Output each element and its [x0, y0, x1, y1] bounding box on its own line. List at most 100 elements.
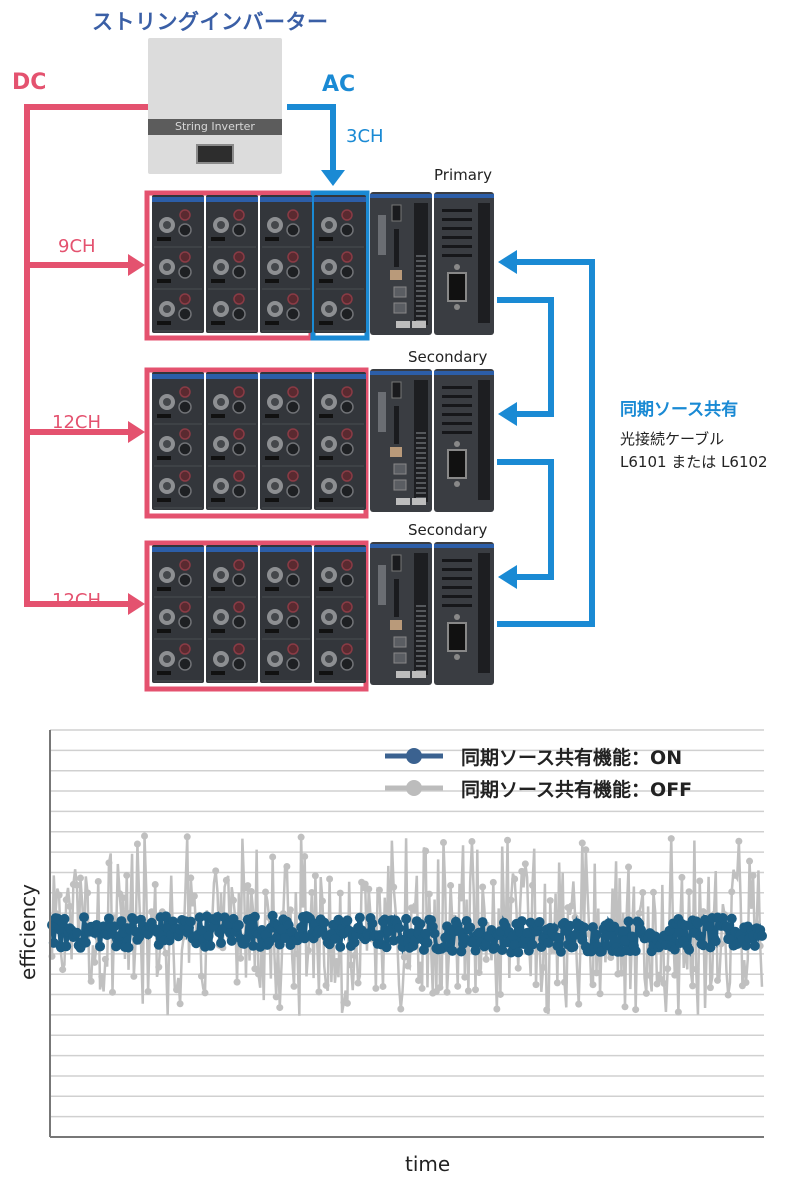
series-on-point: [360, 934, 371, 945]
ac-arrow: [321, 170, 345, 186]
series-off-point: [646, 971, 654, 979]
series-on-point: [265, 922, 276, 933]
series-on-point: [134, 932, 145, 943]
voltage-terminal-red: [233, 209, 245, 221]
series-off-point: [724, 991, 732, 999]
series-on-point: [442, 921, 453, 932]
series-on-point: [278, 914, 289, 925]
series-on-point: [527, 939, 538, 950]
series-off-point: [326, 875, 334, 883]
series-on-point: [139, 925, 150, 936]
control-unit: [370, 369, 432, 512]
series-on-point: [77, 937, 88, 948]
series-off-point: [269, 853, 277, 861]
series-on-point: [128, 915, 139, 926]
dc-channels-secondary-1: 12CH: [52, 412, 102, 433]
voltage-terminal-black: [178, 615, 192, 629]
vent-slot: [442, 604, 472, 607]
series-on-point: [420, 928, 431, 939]
series-off-point: [173, 986, 181, 994]
voltage-terminal-black: [178, 442, 192, 456]
series-on-point: [552, 940, 563, 951]
series-on-point: [345, 941, 356, 952]
measurement-module: [152, 195, 204, 333]
series-on-point: [507, 930, 518, 941]
series-off-point: [372, 984, 380, 992]
series-on-point: [532, 921, 543, 932]
series-off-point: [165, 927, 173, 935]
series-off-point: [507, 896, 515, 904]
series-off-point: [714, 976, 722, 984]
series-off-point: [432, 987, 440, 995]
series-on-point: [84, 926, 95, 937]
series-on-point: [269, 918, 280, 929]
series-on-point: [593, 941, 604, 952]
series-on-point: [557, 919, 568, 930]
series-on-point: [730, 926, 741, 937]
voltage-terminal-black: [340, 484, 354, 498]
series-on-point: [399, 936, 410, 947]
series-on-point: [340, 917, 351, 928]
series-on-point: [427, 921, 438, 932]
series-on-point: [338, 928, 349, 939]
series-on-point: [625, 945, 636, 956]
series-on-point: [733, 929, 744, 940]
voltage-terminal-red: [287, 470, 299, 482]
series-on-point: [682, 941, 693, 952]
series-off-point: [689, 982, 697, 990]
voltage-terminal-black: [178, 307, 192, 321]
series-off-point: [347, 961, 355, 969]
series-on-point: [438, 942, 449, 953]
series-off-point: [475, 969, 483, 977]
ac-label: AC: [322, 72, 356, 97]
series-off-point: [279, 910, 287, 918]
series-on-point: [118, 927, 129, 938]
voltage-terminal-red: [341, 293, 353, 305]
series-on-point: [107, 928, 118, 939]
series-on-point: [458, 938, 469, 949]
series-on-point: [251, 927, 262, 938]
series-on-point: [490, 942, 501, 953]
series-off-point: [101, 955, 109, 963]
series-on-point: [506, 947, 517, 958]
series-on-point: [160, 911, 171, 922]
series-off-point: [322, 981, 330, 989]
series-off-point: [59, 966, 67, 974]
series-off-point: [201, 989, 209, 997]
series-on-point: [564, 920, 575, 931]
series-on-point: [575, 920, 586, 931]
series-on-point: [171, 923, 182, 934]
series-on-point: [262, 939, 273, 950]
series-off-point: [685, 888, 693, 896]
series-on-point: [454, 926, 465, 937]
series-on-point: [716, 920, 727, 931]
measurement-module: [314, 372, 366, 510]
series-off-point: [258, 930, 266, 938]
series-on-point: [116, 916, 127, 927]
series-on-point: [203, 930, 214, 941]
series-on-point: [331, 919, 342, 930]
series-off-point: [593, 969, 601, 977]
series-on-point: [484, 932, 495, 943]
vent-slot: [442, 395, 472, 398]
series-on-point: [264, 937, 275, 948]
voltage-terminal-red: [179, 428, 191, 440]
series-on-point: [105, 922, 116, 933]
series-on-point: [329, 933, 340, 944]
series-on-point: [641, 932, 652, 943]
series-off-point: [735, 837, 743, 845]
series-off-point: [664, 965, 672, 973]
series-on-point: [169, 923, 180, 934]
series-on-point: [723, 934, 734, 945]
series-on-point: [755, 924, 766, 935]
power-inlet: [447, 622, 467, 652]
control-unit: [370, 542, 432, 685]
series-off-point: [457, 894, 465, 902]
series-off-point: [290, 982, 298, 990]
voltage-terminal-red: [233, 601, 245, 613]
voltage-terminal-red: [341, 643, 353, 655]
series-off-point: [671, 971, 679, 979]
series-off-point: [710, 911, 718, 919]
series-on-point: [511, 918, 522, 929]
series-on-point: [306, 928, 317, 939]
